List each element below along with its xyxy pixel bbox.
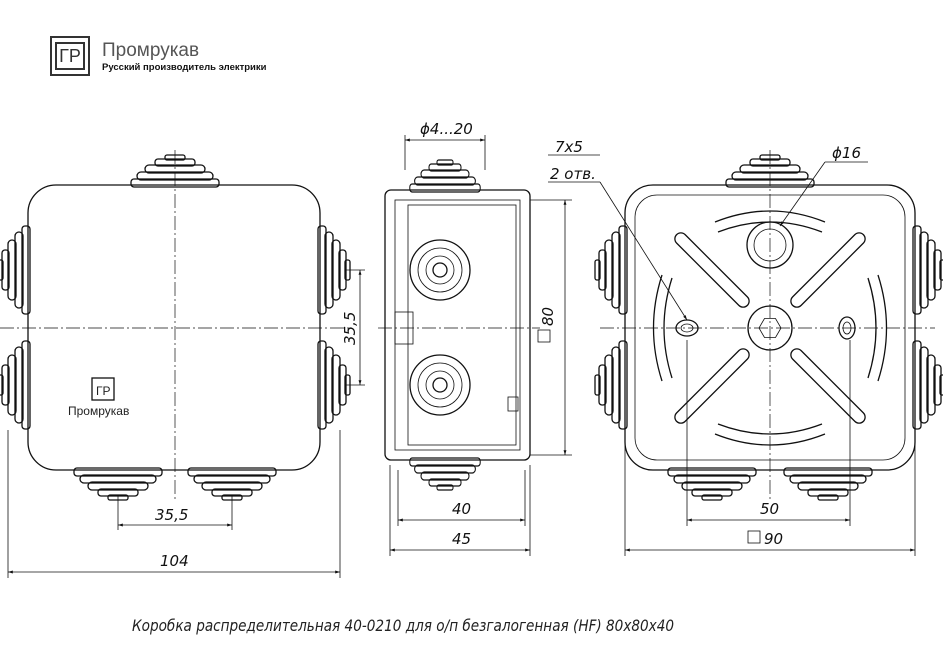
front-logo-mark (91, 377, 115, 401)
svg-text:ГР: ГР (96, 384, 111, 398)
back-view: 7x5 2 отв. ϕ16 50 90 (548, 138, 943, 556)
drawing-caption: Коробка распределительная 40-0210 для о/… (132, 616, 675, 635)
brand-name: Промрукав (102, 39, 200, 61)
hole-size-label: 7x5 (555, 138, 583, 156)
dim-height: 80 (539, 307, 557, 326)
dim-outer-depth: 45 (452, 530, 471, 548)
hole-count-label: 2 отв. (550, 165, 596, 183)
dim-vertical-spacing: 35,5 (341, 312, 359, 345)
dim-inner-depth: 40 (452, 500, 471, 518)
dim-holes-spacing: 50 (760, 500, 779, 518)
dim-width: 104 (160, 552, 189, 570)
brand-tagline: Русский производитель электрики (102, 61, 267, 73)
hole-diameter-label: ϕ16 (832, 144, 861, 162)
logo-mark: ГР (50, 36, 90, 76)
brand-logo: ГР Промрукав Русский производитель элект… (50, 36, 267, 76)
front-logo-name: Промрукав (68, 404, 129, 418)
dim-gland-diameter: ϕ4...20 (420, 120, 473, 138)
dim-back-width: 90 (764, 530, 783, 548)
side-view: ϕ4...20 80 40 45 (378, 120, 572, 556)
front-view: ГР Промрукав 35,5 35,5 104 (0, 150, 365, 578)
dim-horizontal-spacing: 35,5 (155, 506, 188, 524)
